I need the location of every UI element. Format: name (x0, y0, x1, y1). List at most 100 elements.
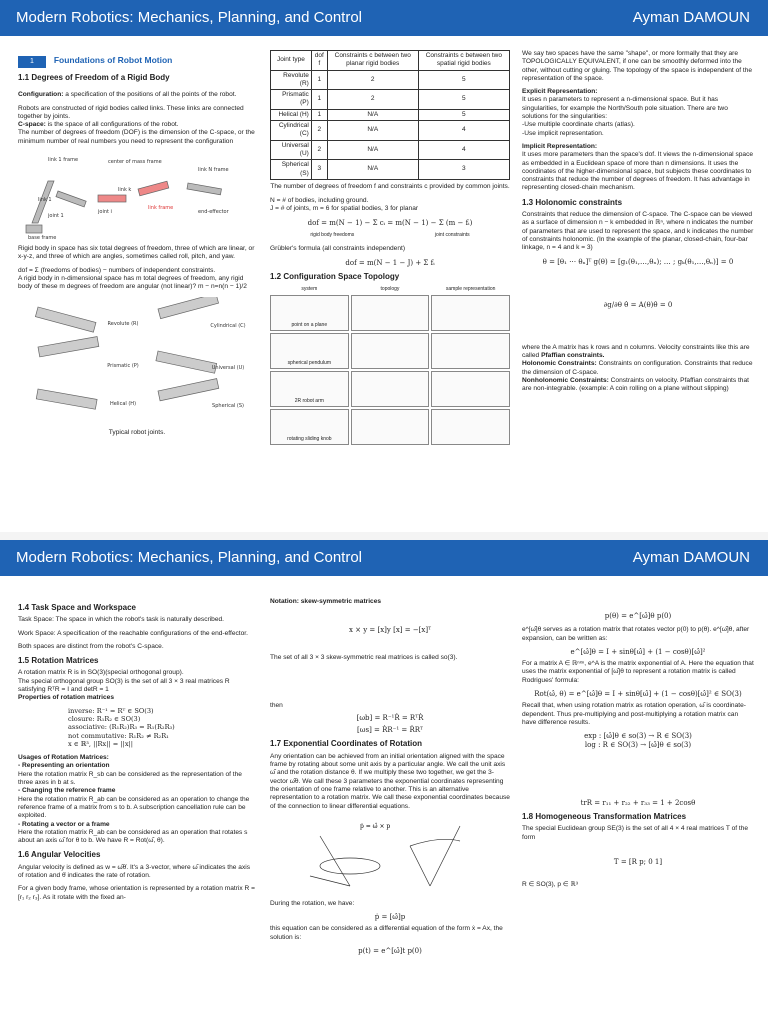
holonomic-text: Constraints that reduce the dimension of… (522, 211, 754, 252)
robots-text: Robots are constructed of rigid bodies c… (18, 104, 244, 120)
cell: Revolute (R) (270, 69, 312, 91)
exp-serves-text: e^[ω̂]θ serves as a rotation matrix that… (522, 626, 750, 642)
topo-cell (350, 295, 430, 332)
usage-text: Here the rotation matrix R_ab can be con… (18, 795, 250, 820)
usage-title: - Changing the reference frame (18, 787, 116, 795)
nonholonomic-label: Nonholonomic Constraints: (522, 377, 609, 385)
dof-sum: dof = Σ (freedoms of bodies) − numbers o… (18, 266, 216, 274)
fig-label: link k (118, 187, 131, 193)
topo-cell: spherical pendulum (270, 333, 349, 370)
se3-text: The special Euclidean group SE(3) is the… (522, 825, 749, 841)
joints-figure: Revolute (R) Prismatic (P) Helical (H) C… (18, 292, 256, 425)
table-header: Joint type (270, 50, 312, 71)
page-2: Modern Robotics: Mechanics, Planning, an… (0, 540, 768, 1024)
omega-b-eq: [ωb] = R⁻¹Ṙ = RᵀṘ (356, 713, 424, 722)
usage-text: Here the rotation matrix R_ab can be con… (18, 828, 248, 845)
topo-cell: 2R robot arm (270, 371, 349, 408)
topo-cell: rotating sliding knob (270, 409, 349, 446)
during-text: During the rotation, we have: (270, 899, 355, 907)
topo-cell (350, 371, 430, 408)
topo-cell (431, 333, 510, 370)
joint-label: Universal (U) (212, 365, 245, 371)
cell: 2 (326, 89, 419, 110)
cell: Helical (H) (270, 108, 312, 122)
subsection-title: 1.2 Configuration Space Topology (270, 271, 400, 281)
fig-label: link frame (148, 205, 173, 211)
pfaffian-equation: ∂g/∂θ θ̇ = A(θ)θ̇ = 0 (603, 300, 673, 309)
dof-text: The number of degrees of freedom (DOF) i… (18, 129, 255, 145)
column-3: p(θ) = e^[ω̂]θ p(0) e^[ω̂]θ serves as a … (522, 608, 754, 894)
j-def: J = # of joints, m = 6 for spatial bodie… (270, 205, 419, 213)
pfaffian-label: Pfaffian constraints. (541, 352, 605, 360)
usage-title: - Rotating a vector or a frame (18, 820, 110, 828)
property: inverse: R⁻¹ = Rᵀ ∈ SO(3) (68, 706, 154, 715)
properties-title: Properties of rotation matrices (18, 694, 114, 702)
cell: N/A (326, 159, 419, 180)
cell: Prismatic (P) (270, 89, 312, 110)
angular-text: For a given body frame, whose orientatio… (18, 885, 255, 901)
rotation-figure: ṗ = ω̂ × p (270, 815, 510, 896)
subsection-title: 1.5 Rotation Matrices (18, 656, 99, 666)
fig-label: end-effector (198, 209, 230, 215)
explicit-text: It uses n parameters to represent a n-di… (522, 96, 728, 121)
exp-map: exp : [ω̂]θ ∈ so(3) → R ∈ SO(3) (584, 732, 692, 741)
rotation-text: The special orthogonal group SO(3) is th… (18, 677, 230, 694)
both-text: Both spaces are distinct from the robot'… (18, 642, 164, 650)
exp-text: Any orientation can be achieved from an … (270, 752, 510, 810)
cell: 4 (417, 120, 511, 141)
cell: 5 (417, 69, 511, 91)
solution-2: -Use implicit representation. (522, 129, 604, 137)
header-author: Ayman DAMOUN (632, 549, 750, 566)
topo-row-label: point on a plane (291, 321, 328, 328)
table-header: Constraints c between two spatial rigid … (417, 50, 511, 71)
properties-list: inverse: R⁻¹ = Rᵀ ∈ SO(3) closure: R₁R₂ … (18, 707, 256, 748)
cell: N/A (326, 139, 419, 161)
topo-row-label: 2R robot arm (294, 397, 324, 404)
rotation-text: A rotation matrix R is in SO(3)(special … (18, 669, 184, 677)
cell: Cylindrical (C) (270, 120, 312, 141)
implicit-text: It uses more parameters than the space's… (522, 151, 754, 192)
rot-equation: Rot(ω̂, θ) = e^[ω̂]θ = I + sinθ[ω̂] + (1… (534, 690, 742, 699)
cell: Universal (U) (270, 139, 312, 161)
grubler-text: Grübler's formula (all constraints indep… (270, 245, 406, 253)
dof-equation: dof = m(N − 1) − Σ cᵢ = m(N − 1) − Σ (m … (307, 218, 473, 227)
header-title: Modern Robotics: Mechanics, Planning, an… (16, 9, 363, 26)
cell: 4 (417, 139, 511, 161)
topology-grid: system topology sample representation po… (270, 285, 510, 446)
trace-equation: trR = r₁₁ + r₂₂ + r₃₃ = 1 + 2cosθ (580, 798, 696, 807)
topo-cell (431, 409, 510, 446)
topo-cell (350, 409, 430, 446)
fig-label: link 1 frame (48, 157, 78, 163)
topo-cell (350, 333, 430, 370)
section-title: Foundations of Robot Motion (53, 55, 173, 65)
column-3: We say two spaces have the same "shape",… (522, 50, 754, 399)
usages-title: Usages of Rotation Matrices: (18, 754, 109, 762)
solution-1: -Use multiple coordinate charts (atlas). (522, 121, 635, 129)
fig-label: joint 1 (47, 213, 64, 219)
joint-label: Helical (H) (110, 401, 136, 407)
rigid-text: Rigid body in space has six total degree… (18, 245, 255, 261)
cell: N/A (326, 108, 419, 122)
property: not commutative: R₁R₂ ≠ R₂R₁ (68, 731, 169, 740)
top-equation: p(θ) = e^[ω̂]θ p(0) (604, 612, 672, 620)
subsection-title: 1.6 Angular Velocities (18, 850, 101, 860)
fig-label: base frame (28, 235, 56, 241)
notation-title: Notation: skew-symmetric matrices (270, 598, 382, 605)
eq-note: joint constraints (434, 232, 470, 239)
subsection-title: 1.7 Exponential Coordinates of Rotation (270, 739, 423, 749)
work-text: Work Space: A specification of the reach… (18, 629, 248, 637)
table-caption: The number of degrees of freedom f and c… (270, 182, 510, 190)
then-text: then (270, 701, 283, 709)
table-header: Constraints c between two planar rigid b… (326, 50, 419, 71)
cell: 5 (417, 108, 511, 122)
cspace-text: is the space of all configurations of th… (45, 121, 179, 129)
column-1: 1 Foundations of Robot Motion 1.1 Degree… (18, 50, 256, 443)
subsection-title: 1.4 Task Space and Workspace (18, 603, 136, 612)
omega-s-eq: [ωs] = ṘR⁻¹ = ṘRᵀ (357, 726, 423, 735)
joint-label: Revolute (R) (108, 321, 139, 327)
table-header: dof f (310, 50, 328, 71)
